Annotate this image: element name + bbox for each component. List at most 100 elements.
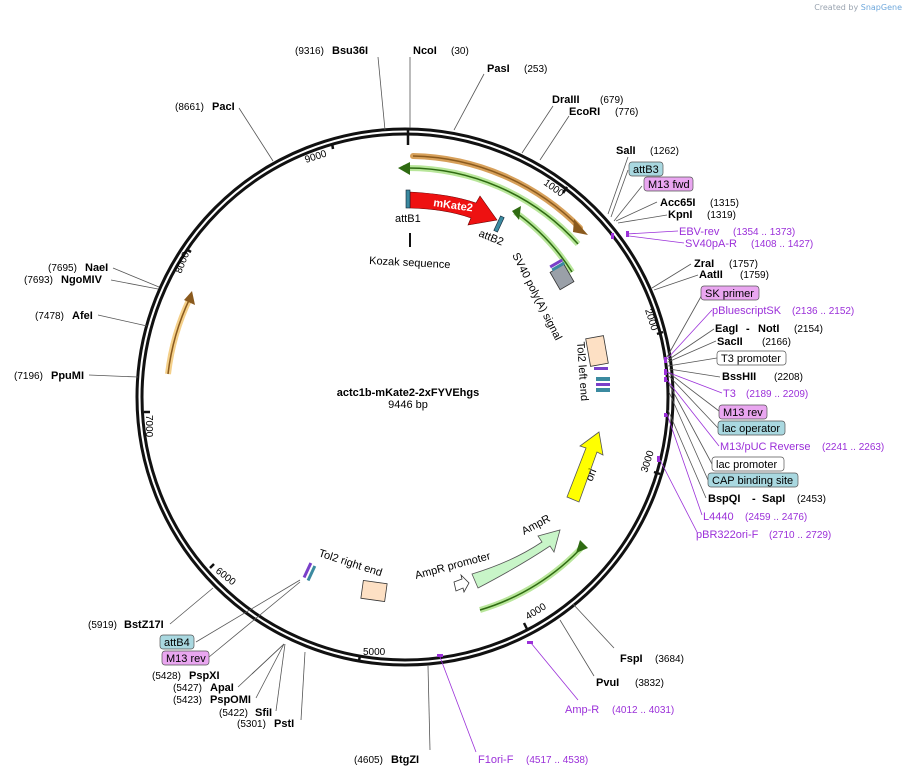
enzyme-pos-bsshii: (2208): [774, 372, 803, 383]
backbone-outer: [135, 127, 675, 667]
enzyme-sep-eagi-noti: -: [746, 323, 750, 335]
leader-cap: [668, 391, 709, 481]
enzyme-pos-sacii: (2166): [762, 337, 791, 348]
primer-pos-l4440: (2459 .. 2476): [745, 512, 807, 523]
enzyme-pos-bsu36i: (9316): [295, 46, 324, 57]
box-label-t3promoter: T3 promoter: [721, 353, 781, 365]
backbone-inner: [140, 132, 670, 662]
leader-kpni: [617, 214, 668, 224]
leader-btgzi: [427, 665, 431, 751]
enzyme-pos-pspomi: (5423): [173, 695, 202, 706]
enzyme-pos-fspi: (3684): [655, 654, 684, 665]
box-cap: [707, 472, 799, 488]
box-label-lacpromoter: lac promoter: [716, 459, 777, 471]
snapgene-credit: Created by SnapGene: [814, 3, 902, 12]
enzyme-name-pvui: PvuI: [596, 677, 619, 689]
enzyme-name-pspxi: PspXI: [189, 670, 220, 682]
enzyme-pos-sali: (1262): [650, 146, 679, 157]
plasmid-name: actc1b-mKate2-2xFYVEhgs: [337, 387, 479, 399]
leader-bsu36i: [377, 56, 386, 131]
enzyme-name-pspomi: PspOMI: [210, 694, 251, 706]
mcs-markers: [594, 367, 610, 392]
enzyme-name-ncoi: NcoI: [413, 45, 437, 57]
enzyme-name-btgzi: BtgZI: [391, 754, 419, 766]
box-label-lacoperator: lac operator: [722, 423, 780, 435]
enzyme-pos-paci: (8661): [175, 102, 204, 113]
enzyme-name-zrai: ZraI: [694, 258, 714, 270]
enzyme-pos-acc65i: (1315): [710, 198, 739, 209]
leader-acc65i: [615, 201, 658, 222]
enzyme-name-bsu36i: Bsu36I: [332, 45, 368, 57]
attb1-label: attB1: [395, 213, 421, 225]
plasmid-length: 9446 bp: [388, 399, 428, 411]
box-attb4: [159, 634, 195, 650]
attb2-marker: [493, 215, 505, 233]
primer-pos-f1ori: (4517 .. 4538): [526, 755, 588, 766]
tick-label-2000: 2000: [642, 308, 659, 333]
tol2-left-label: Tol2 left end: [574, 341, 590, 401]
leader-pspomi: [255, 643, 285, 699]
box-skprimer: [700, 285, 760, 301]
sv40-marker-teal: [551, 261, 566, 272]
box-label-skprimer: SK primer: [705, 288, 754, 300]
primer-mark-3: [664, 357, 667, 363]
tol2-right-marker-1: [302, 562, 313, 579]
primer-name-pbluescript: pBluescriptSK: [712, 305, 782, 317]
leader-lacprom: [668, 383, 713, 465]
snapgene-logo-text: SnapGene: [860, 3, 902, 12]
leader-psti: [300, 651, 306, 721]
leader-ngomiv: [110, 279, 159, 290]
orange-arc-left: [165, 296, 193, 375]
box-m13fwd: [643, 176, 694, 192]
box-lacpromoter: [711, 456, 785, 472]
leader-pasi: [453, 73, 485, 131]
enzyme-name-psti: PstI: [274, 718, 294, 730]
kozak-label: Kozak sequence: [369, 255, 451, 271]
primer-name-f1ori: F1ori-F: [478, 754, 514, 766]
enzyme-name-bspqi: BspQI: [708, 493, 740, 505]
enzyme-name-bsshii: BssHII: [722, 371, 756, 383]
leader-m13puc: [666, 379, 720, 447]
tick-label-8000: 8000: [174, 250, 193, 275]
enzyme-name-acc65i: Acc65I: [660, 197, 695, 209]
leader-skprimer: [666, 292, 704, 358]
primer-name-m13puc: M13/pUC Reverse: [720, 441, 810, 453]
tick-group: [144, 130, 664, 662]
enzyme-pos-ngomiv: (7693): [24, 275, 53, 286]
primer-mark-8: [527, 641, 533, 644]
box-label-m13rev2: M13 rev: [166, 653, 206, 665]
box-label-m13fwd: M13 fwd: [648, 179, 690, 191]
leader-l4440: [666, 413, 703, 516]
enzyme-pos-ncoi: (30): [451, 46, 469, 57]
primer-pos-ampr: (4012 .. 4031): [612, 705, 674, 716]
box-m13rev: [718, 404, 768, 420]
box-attb3: [628, 161, 664, 177]
tick-3000: [653, 470, 661, 476]
enzyme-pos-draiii: (679): [600, 95, 623, 106]
enzyme-name-sfii: SfiI: [255, 707, 272, 719]
primer-mark-6: [664, 413, 667, 417]
leader-bstz17i: [169, 587, 214, 625]
enzyme-name-kpni: KpnI: [668, 209, 692, 221]
enzyme-name-bstz17i: BstZ17I: [124, 619, 164, 631]
enzyme-name-ecori: EcoRI: [569, 106, 600, 118]
enzyme-name-paci: PacI: [212, 101, 235, 113]
leader-sfii: [275, 643, 286, 712]
mkate2-label: mKate2: [433, 197, 474, 214]
enzyme-pos-bspqi: (2453): [797, 494, 826, 505]
tick-8000: [185, 247, 192, 254]
leader-aatii: [653, 274, 699, 291]
leader-draiii: [521, 105, 554, 154]
sv40-marker-purple: [549, 258, 564, 269]
ori-label: ori: [584, 467, 600, 483]
boxed-labels: attB3 M13 fwd SK primer T3 promoter M13 …: [159, 161, 799, 666]
leader-ppumi: [88, 374, 139, 378]
leader-bsshii: [668, 368, 721, 378]
enzyme-pos-btgzi: (4605): [354, 755, 383, 766]
leader-pbr322: [659, 459, 698, 533]
leader-sv40par: [628, 235, 685, 244]
leader-attb3: [610, 169, 629, 218]
primer-mark-4: [664, 369, 667, 375]
orange-arc-top-arrow: [573, 219, 588, 235]
orange-arc-top-core: [412, 155, 581, 229]
